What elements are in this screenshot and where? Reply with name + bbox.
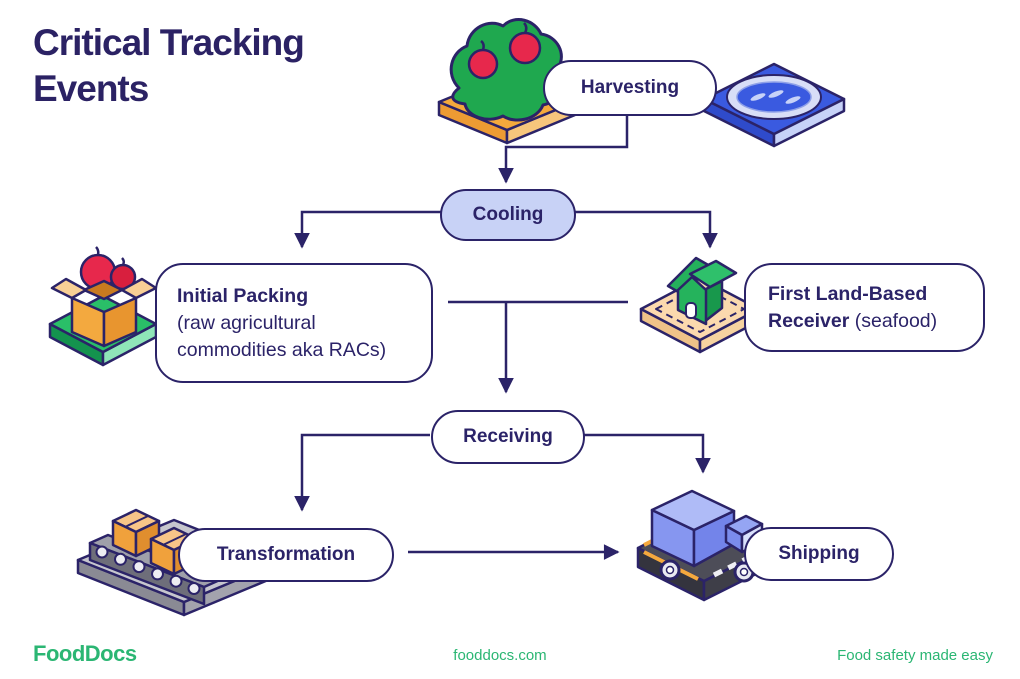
node-shipping: Shipping	[744, 527, 894, 581]
page-title: Critical Tracking Events	[33, 22, 305, 109]
node-first-land-based-receiver: First Land-Based Receiver (seafood)	[744, 263, 985, 352]
node-transformation: Transformation	[178, 528, 394, 582]
arrow-receiving-to-transformation	[294, 433, 430, 512]
fooddocs-logo: FoodDocs	[33, 641, 137, 666]
node-cooling-label: Cooling	[472, 204, 544, 225]
node-cooling: Cooling	[440, 189, 576, 241]
node-first-receiver-line1: First Land-Based	[768, 282, 928, 305]
node-shipping-label: Shipping	[778, 543, 860, 564]
node-initial-packing: Initial Packing (raw agricultural commod…	[155, 263, 433, 383]
node-initial-packing-subtitle: (raw agricultural commodities aka RACs)	[177, 311, 387, 361]
node-first-receiver-bold: Receiver	[768, 309, 850, 332]
aquaculture-pond-icon	[702, 44, 847, 148]
shipping-truck-icon	[634, 476, 779, 606]
node-transformation-label: Transformation	[216, 544, 356, 565]
arrow-cooling-to-initial-packing	[294, 210, 441, 249]
node-receiving-label: Receiving	[463, 426, 553, 447]
arrow-cooling-to-first-receiver	[573, 210, 718, 249]
node-receiving: Receiving	[431, 410, 585, 464]
receiving-facility-icon	[636, 244, 764, 356]
node-initial-packing-title: Initial Packing	[177, 284, 309, 307]
node-first-receiver-line2: Receiver (seafood)	[768, 308, 961, 335]
apple-crate-icon	[42, 246, 192, 368]
node-harvesting-label: Harvesting	[580, 77, 680, 98]
node-harvesting: Harvesting	[543, 60, 717, 116]
footer-website: fooddocs.com	[453, 647, 547, 664]
arrow-receiving-to-shipping	[582, 433, 711, 474]
footer-tagline: Food safety made easy	[837, 647, 993, 664]
node-first-receiver-normal: (seafood)	[854, 309, 938, 332]
